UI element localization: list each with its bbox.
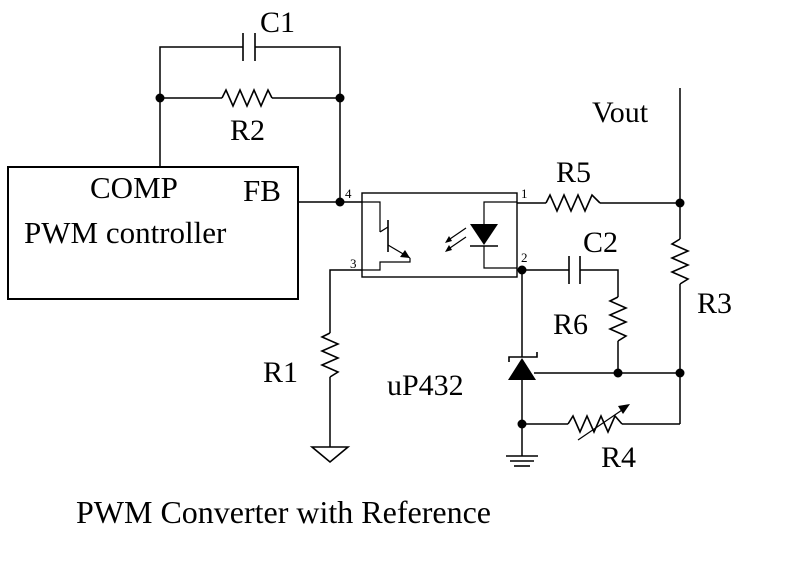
pwm-controller-block: COMP PWM controller FB bbox=[7, 166, 299, 300]
comp-label: COMP bbox=[90, 170, 178, 205]
pin-1-label: 1 bbox=[521, 186, 528, 201]
ref-junction-dot bbox=[675, 368, 685, 378]
r1-label: R1 bbox=[263, 356, 298, 389]
diagram-title: PWM Converter with Reference bbox=[76, 494, 491, 530]
pwm-controller-label: PWM controller bbox=[24, 215, 227, 250]
up432-label: uP432 bbox=[387, 369, 464, 402]
r1-resistor bbox=[320, 332, 340, 378]
junction-dot bbox=[335, 93, 345, 103]
r2-resistor bbox=[221, 88, 273, 108]
r5-label: R5 bbox=[556, 156, 591, 189]
led-diode-icon bbox=[470, 224, 498, 245]
r2-label: R2 bbox=[230, 114, 265, 147]
vout-junction-dot bbox=[675, 198, 685, 208]
fb-pin-label: FB bbox=[243, 173, 281, 208]
r6-label: R6 bbox=[553, 308, 588, 341]
r3-label: R3 bbox=[697, 287, 732, 320]
reference-network: C2 R6 uP432 bbox=[387, 226, 685, 456]
pin-4-label: 4 bbox=[345, 186, 352, 201]
optocoupler: 4 3 1 2 bbox=[345, 186, 528, 278]
pin-2-label: 2 bbox=[521, 250, 528, 265]
up432-shunt-regulator-icon bbox=[508, 358, 536, 380]
r4-label: R4 bbox=[601, 441, 636, 474]
junction-dot bbox=[155, 93, 165, 103]
vout-label: Vout bbox=[592, 96, 649, 129]
compensation-network: C1 R2 bbox=[155, 6, 345, 200]
c2-label: C2 bbox=[583, 226, 618, 259]
ref-junction-dot bbox=[613, 368, 623, 378]
ground-symbol bbox=[309, 446, 351, 464]
pin-3-label: 3 bbox=[350, 256, 357, 271]
r4-branch: R4 bbox=[506, 404, 680, 474]
fb-junction-dot bbox=[335, 197, 345, 207]
r5-resistor bbox=[545, 193, 601, 213]
r4-variable-resistor bbox=[567, 414, 623, 434]
r6-resistor bbox=[608, 296, 628, 342]
r1-branch: R1 bbox=[263, 269, 362, 464]
c1-label: C1 bbox=[260, 6, 295, 39]
r3-resistor bbox=[670, 238, 690, 285]
output-network: Vout R5 R3 bbox=[517, 88, 732, 424]
r4-junction-dot bbox=[517, 419, 527, 429]
